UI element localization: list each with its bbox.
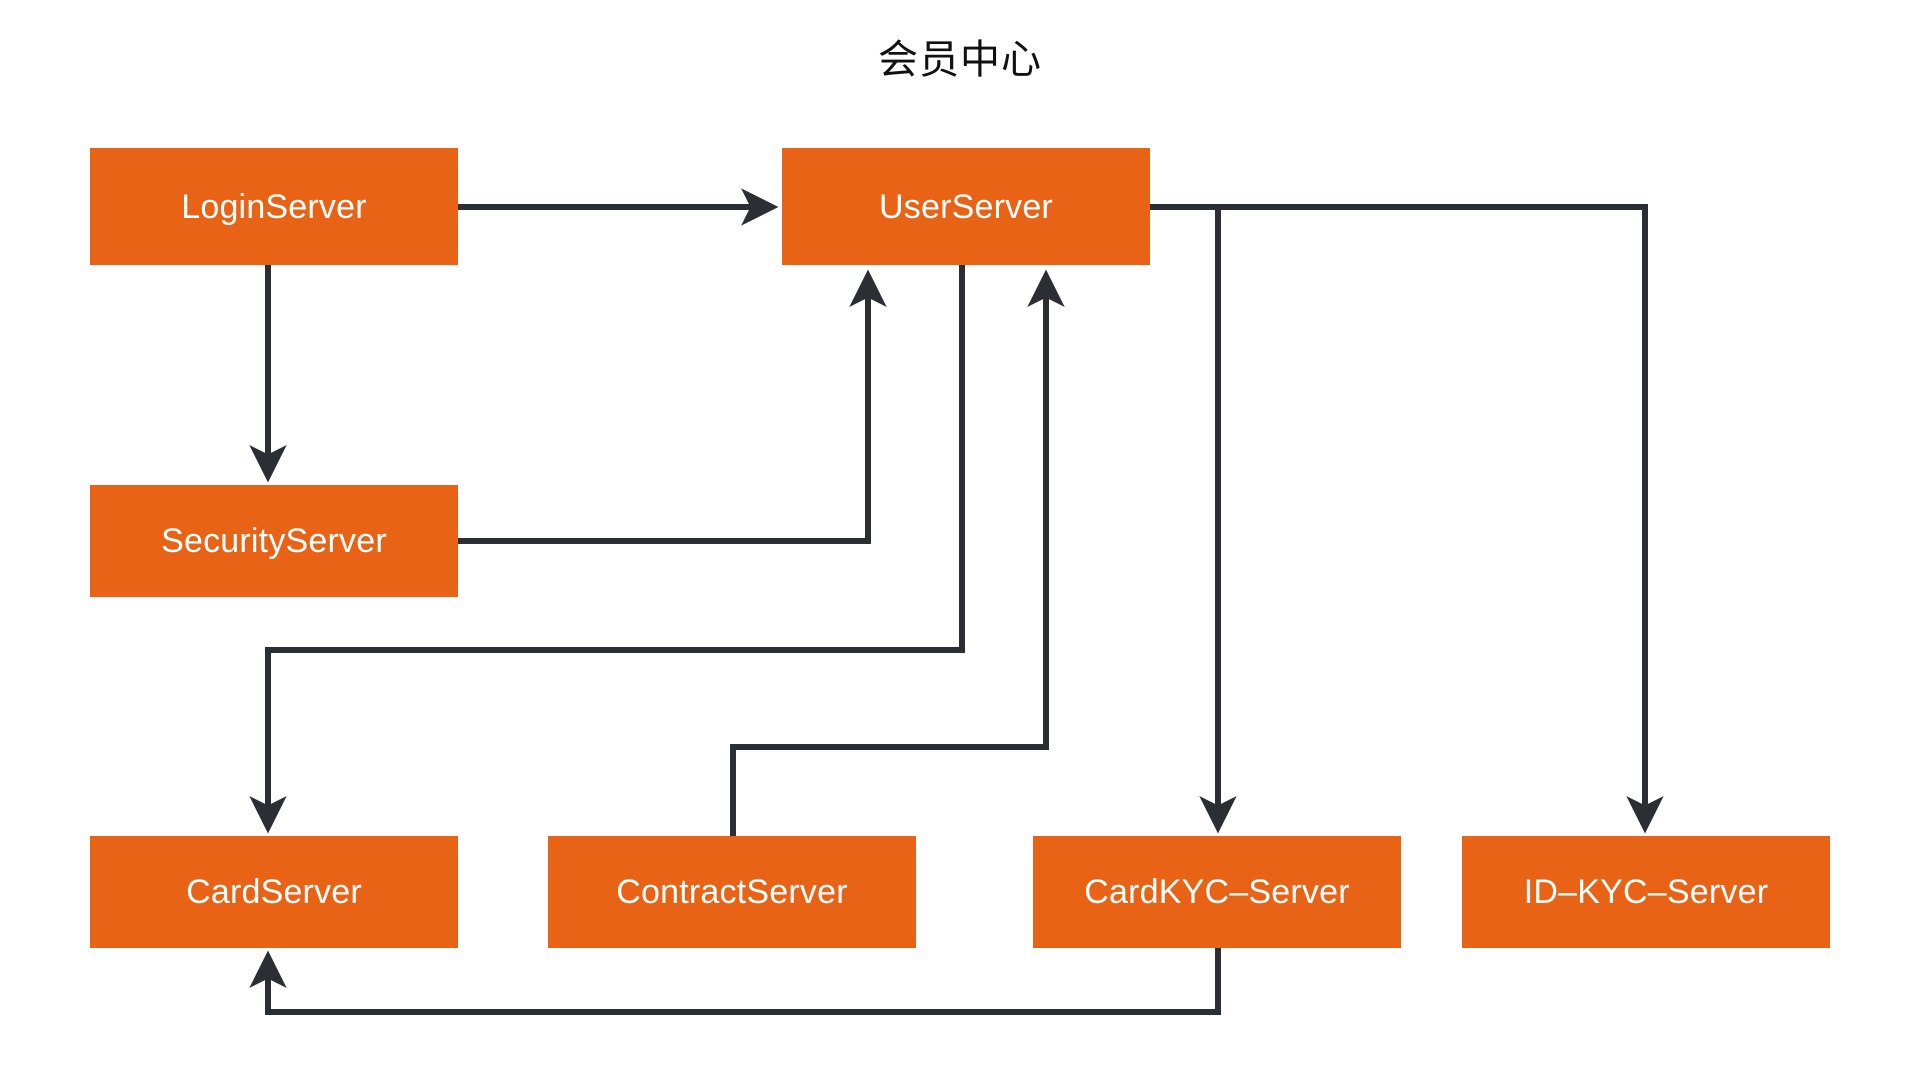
node-label: SecurityServer xyxy=(161,522,387,560)
node-label: CardKYC–Server xyxy=(1084,873,1350,911)
node-idkyc-server[interactable]: ID–KYC–Server xyxy=(1462,836,1830,948)
node-login-server[interactable]: LoginServer xyxy=(90,148,458,265)
node-cardkyc-server[interactable]: CardKYC–Server xyxy=(1033,836,1401,948)
node-label: LoginServer xyxy=(181,187,367,226)
node-label: ID–KYC–Server xyxy=(1523,873,1769,911)
page-title: 会员中心 xyxy=(878,37,1042,83)
node-label: CardServer xyxy=(186,873,362,911)
edge-user-to-idkyc xyxy=(1150,204,1664,834)
node-card-server[interactable]: CardServer xyxy=(90,836,458,948)
edge-security-to-user xyxy=(458,269,887,544)
node-label: ContractServer xyxy=(616,873,848,911)
node-label: UserServer xyxy=(879,187,1053,226)
edge-user-to-cardkyc xyxy=(1150,204,1237,834)
node-user-server[interactable]: UserServer xyxy=(782,148,1150,265)
edge-cardkyc-to-card xyxy=(249,948,1221,1015)
node-contract-server[interactable]: ContractServer xyxy=(548,836,916,948)
edge-contract-to-user xyxy=(730,269,1065,836)
node-security-server[interactable]: SecurityServer xyxy=(90,485,458,597)
